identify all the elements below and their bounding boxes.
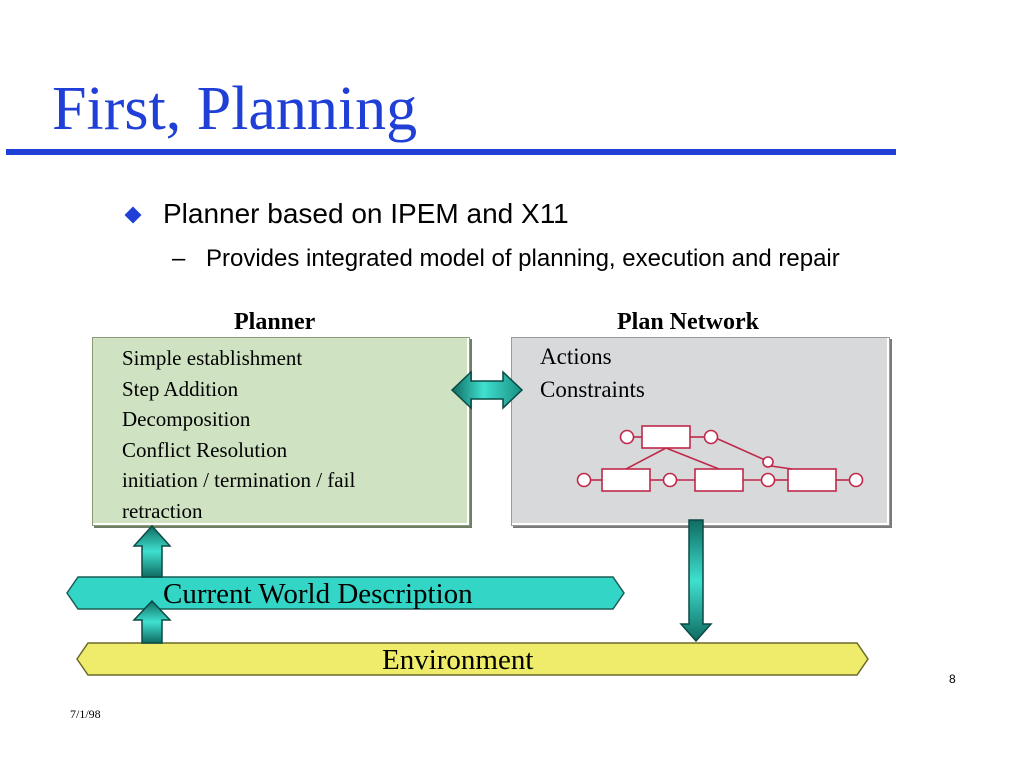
sub-bullet-text: Provides integrated model of planning, e… bbox=[206, 245, 840, 272]
plan-network-header: Plan Network bbox=[617, 309, 759, 335]
action-node bbox=[787, 468, 837, 492]
plan-network-item: Actions bbox=[540, 344, 612, 369]
page-number: 8 bbox=[949, 672, 956, 686]
constraint-node bbox=[703, 429, 719, 445]
up-arrow-icon bbox=[132, 524, 172, 578]
up-arrow-icon bbox=[132, 599, 172, 644]
double-arrow-icon bbox=[450, 370, 524, 410]
bullet-text: Planner based on IPEM and X11 bbox=[163, 198, 569, 229]
plan-network-list: Actions Constraints bbox=[540, 340, 645, 406]
environment-capsule bbox=[76, 642, 869, 676]
down-arrow-icon bbox=[679, 519, 713, 643]
current-world-description-capsule bbox=[66, 576, 625, 610]
planner-item: Step Addition bbox=[122, 376, 239, 401]
current-world-description-label: Current World Description bbox=[163, 578, 473, 610]
constraint-node bbox=[576, 472, 592, 488]
title-underline bbox=[6, 149, 896, 155]
planner-list: Simple establishment Step Addition Decom… bbox=[122, 343, 355, 527]
constraint-node bbox=[662, 472, 678, 488]
planner-item: retraction bbox=[122, 498, 203, 523]
constraint-node bbox=[762, 456, 774, 468]
environment-label: Environment bbox=[382, 644, 534, 676]
constraint-node bbox=[619, 429, 635, 445]
planner-item: initiation / termination / fail bbox=[122, 468, 356, 493]
constraint-node bbox=[848, 472, 864, 488]
action-node bbox=[601, 468, 651, 492]
slide-title: First, Planning bbox=[52, 75, 418, 143]
plan-network-box bbox=[511, 337, 890, 526]
plan-network-graph bbox=[576, 425, 864, 492]
planner-item: Decomposition bbox=[122, 407, 251, 432]
footer-date: 7/1/98 bbox=[70, 707, 101, 721]
sub-bullet-dash: – bbox=[172, 245, 186, 272]
planner-item: Conflict Resolution bbox=[122, 437, 288, 462]
planner-item: Simple establishment bbox=[122, 346, 303, 370]
planner-box bbox=[92, 337, 470, 526]
constraint-node bbox=[760, 472, 776, 488]
action-node bbox=[694, 468, 744, 492]
action-node bbox=[641, 425, 691, 449]
plan-network-item: Constraints bbox=[540, 377, 645, 402]
planner-header: Planner bbox=[234, 309, 316, 335]
